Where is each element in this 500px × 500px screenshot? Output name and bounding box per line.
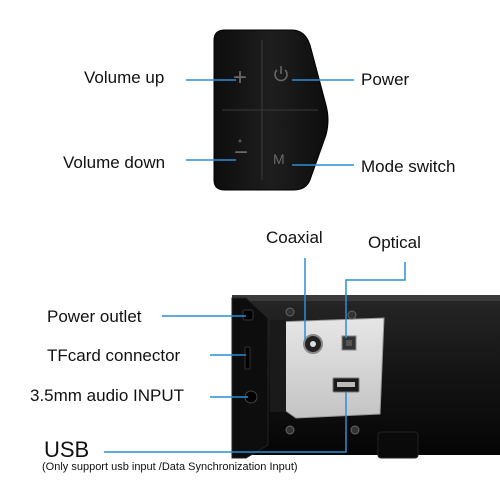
- tfcard-slot: [244, 346, 251, 370]
- indicator-dot: [238, 139, 242, 143]
- coaxial-label: Coaxial: [266, 228, 323, 247]
- power-icon[interactable]: [274, 66, 288, 82]
- power-outlet-label: Power outlet: [47, 307, 142, 326]
- control-pad: [213, 29, 329, 191]
- optical-label: Optical: [368, 233, 421, 252]
- screw: [285, 425, 295, 435]
- usb-label: USB: [44, 437, 90, 462]
- port-panel: [270, 307, 385, 435]
- mode-switch-label: Mode switch: [361, 157, 456, 176]
- screw: [347, 310, 357, 320]
- power-outlet-port: [242, 309, 254, 321]
- callout-lines-top: [186, 79, 354, 166]
- soundbar-foot: [377, 431, 419, 459]
- screw: [285, 307, 295, 317]
- power-label: Power: [361, 70, 410, 89]
- volume-down-button[interactable]: −: [234, 139, 249, 166]
- volume-up-label: Volume up: [84, 68, 165, 87]
- usb-port-icon: [332, 377, 360, 393]
- volume-down-label: Volume down: [63, 153, 166, 172]
- usb-note: (Only support usb input /Data Synchroniz…: [42, 461, 298, 473]
- volume-up-button[interactable]: +: [233, 64, 248, 91]
- callout-lines-bottom: [104, 258, 406, 453]
- tfcard-connector-label: TFcard connector: [47, 346, 181, 365]
- mode-button[interactable]: M: [273, 151, 285, 167]
- screw: [350, 425, 360, 435]
- audio-input-label: 3.5mm audio INPUT: [30, 386, 184, 405]
